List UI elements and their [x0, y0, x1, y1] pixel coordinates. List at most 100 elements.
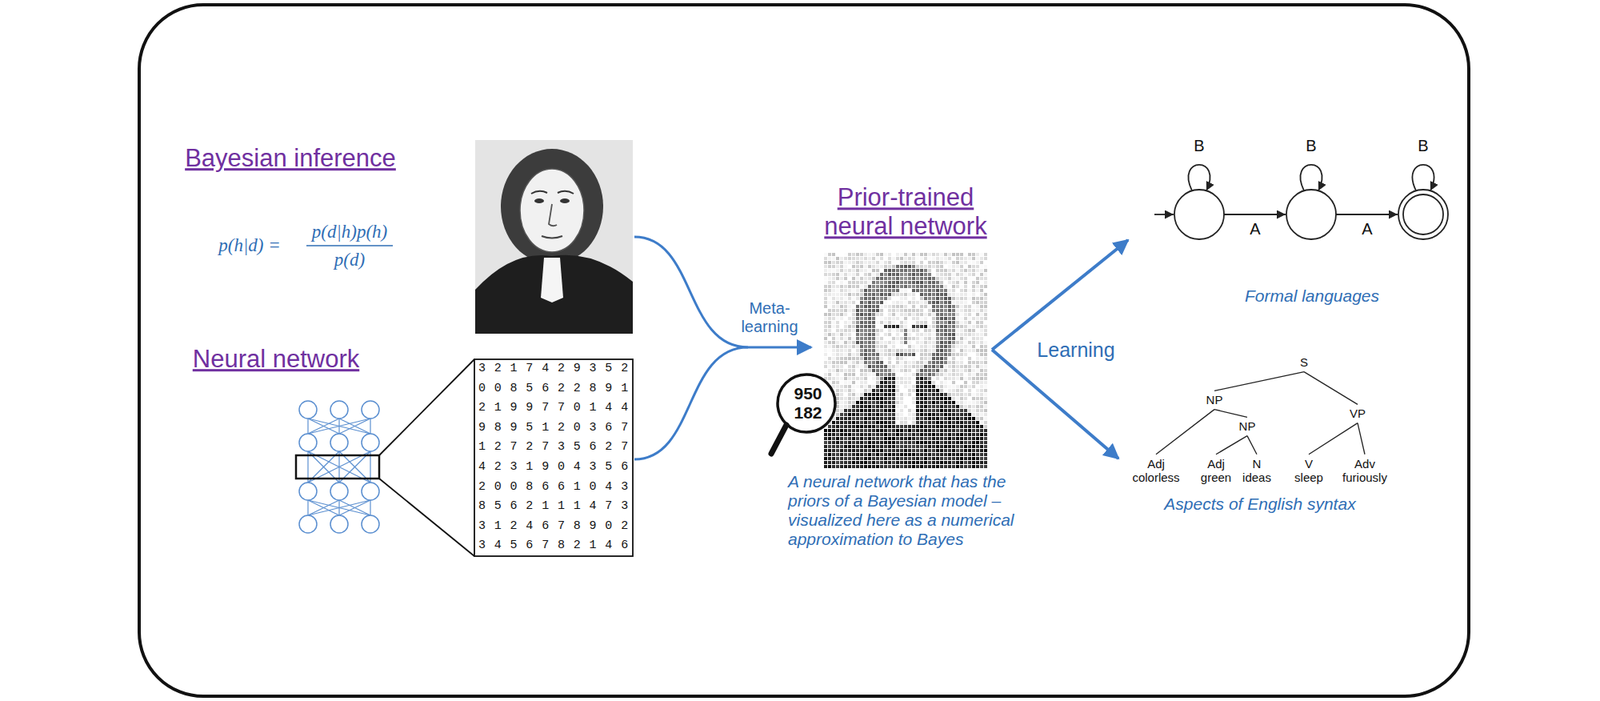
pixel	[908, 332, 912, 336]
pixel	[876, 260, 880, 264]
pixel	[976, 288, 980, 292]
pixel	[944, 312, 948, 316]
pixel	[860, 384, 864, 388]
pixel	[904, 432, 908, 436]
pixel	[984, 308, 988, 312]
pixel	[940, 360, 944, 364]
pixel	[916, 428, 920, 432]
pixel	[888, 280, 892, 284]
pixel	[904, 416, 908, 420]
pixel	[980, 300, 984, 304]
pixel	[852, 432, 856, 436]
pixel	[844, 280, 848, 284]
pixel	[880, 348, 884, 352]
pixel	[956, 312, 960, 316]
pixel	[936, 396, 940, 400]
pixel	[860, 344, 864, 348]
pixel	[832, 276, 836, 280]
pixel	[856, 332, 860, 336]
pixel	[900, 268, 904, 272]
pixel	[888, 256, 892, 260]
pixel	[880, 412, 884, 416]
pixel	[912, 300, 916, 304]
pixel	[932, 344, 936, 348]
portrait-wig	[500, 148, 604, 264]
pixel	[932, 264, 936, 268]
pixel	[844, 432, 848, 436]
pixel	[976, 368, 980, 372]
pixel	[832, 432, 836, 436]
pixel	[864, 392, 868, 396]
pixel	[932, 284, 936, 288]
pixel	[836, 324, 840, 328]
pixel	[872, 264, 876, 268]
pixel	[868, 316, 872, 320]
pixel	[900, 376, 904, 380]
pixel	[832, 308, 836, 312]
pixel	[940, 404, 944, 408]
pixel	[924, 264, 928, 268]
pixel	[832, 428, 836, 432]
pixel	[952, 396, 956, 400]
pixel	[948, 344, 952, 348]
pixel	[928, 336, 932, 340]
pixel	[836, 308, 840, 312]
pixel	[972, 436, 976, 440]
pixel	[960, 328, 964, 332]
pixel	[952, 300, 956, 304]
pixel	[892, 408, 896, 412]
portrait-ground	[475, 140, 633, 334]
pixel	[924, 360, 928, 364]
pixel	[828, 256, 832, 260]
pixel	[876, 292, 880, 296]
pixel	[976, 420, 980, 424]
pixel	[896, 268, 900, 272]
pixel	[872, 300, 876, 304]
pixel	[844, 376, 848, 380]
pixel	[976, 280, 980, 284]
pixel	[904, 284, 908, 288]
pixel	[836, 380, 840, 384]
pixel	[956, 276, 960, 280]
pixel	[928, 276, 932, 280]
pixel	[944, 320, 948, 324]
pixel	[920, 252, 924, 256]
pixel	[860, 420, 864, 424]
pixel	[876, 388, 880, 392]
pixel	[980, 412, 984, 416]
pixel	[888, 432, 892, 436]
pixel	[844, 260, 848, 264]
pixel	[924, 260, 928, 264]
pixel	[984, 412, 988, 416]
pixel	[880, 324, 884, 328]
pixel	[980, 260, 984, 264]
pixel	[860, 428, 864, 432]
pixel	[956, 328, 960, 332]
pixel	[824, 336, 828, 340]
pixel	[972, 428, 976, 432]
pixel	[984, 312, 988, 316]
pixel	[936, 420, 940, 424]
pixel	[876, 384, 880, 388]
pixel	[932, 420, 936, 424]
pixel	[868, 416, 872, 420]
pixel	[844, 408, 848, 412]
pixel	[852, 320, 856, 324]
pixel	[896, 372, 900, 376]
pixel	[928, 272, 932, 276]
pixel	[896, 276, 900, 280]
pixel	[848, 340, 852, 344]
pixel	[952, 384, 956, 388]
pixel	[980, 432, 984, 436]
pixel	[876, 316, 880, 320]
pixel	[952, 288, 956, 292]
pixel	[900, 340, 904, 344]
pixel	[972, 408, 976, 412]
pixel	[956, 288, 960, 292]
pixel	[824, 440, 828, 444]
pixel	[956, 280, 960, 284]
pixel	[856, 292, 860, 296]
pixel	[956, 432, 960, 436]
pixel	[960, 412, 964, 416]
pixel	[984, 360, 988, 364]
